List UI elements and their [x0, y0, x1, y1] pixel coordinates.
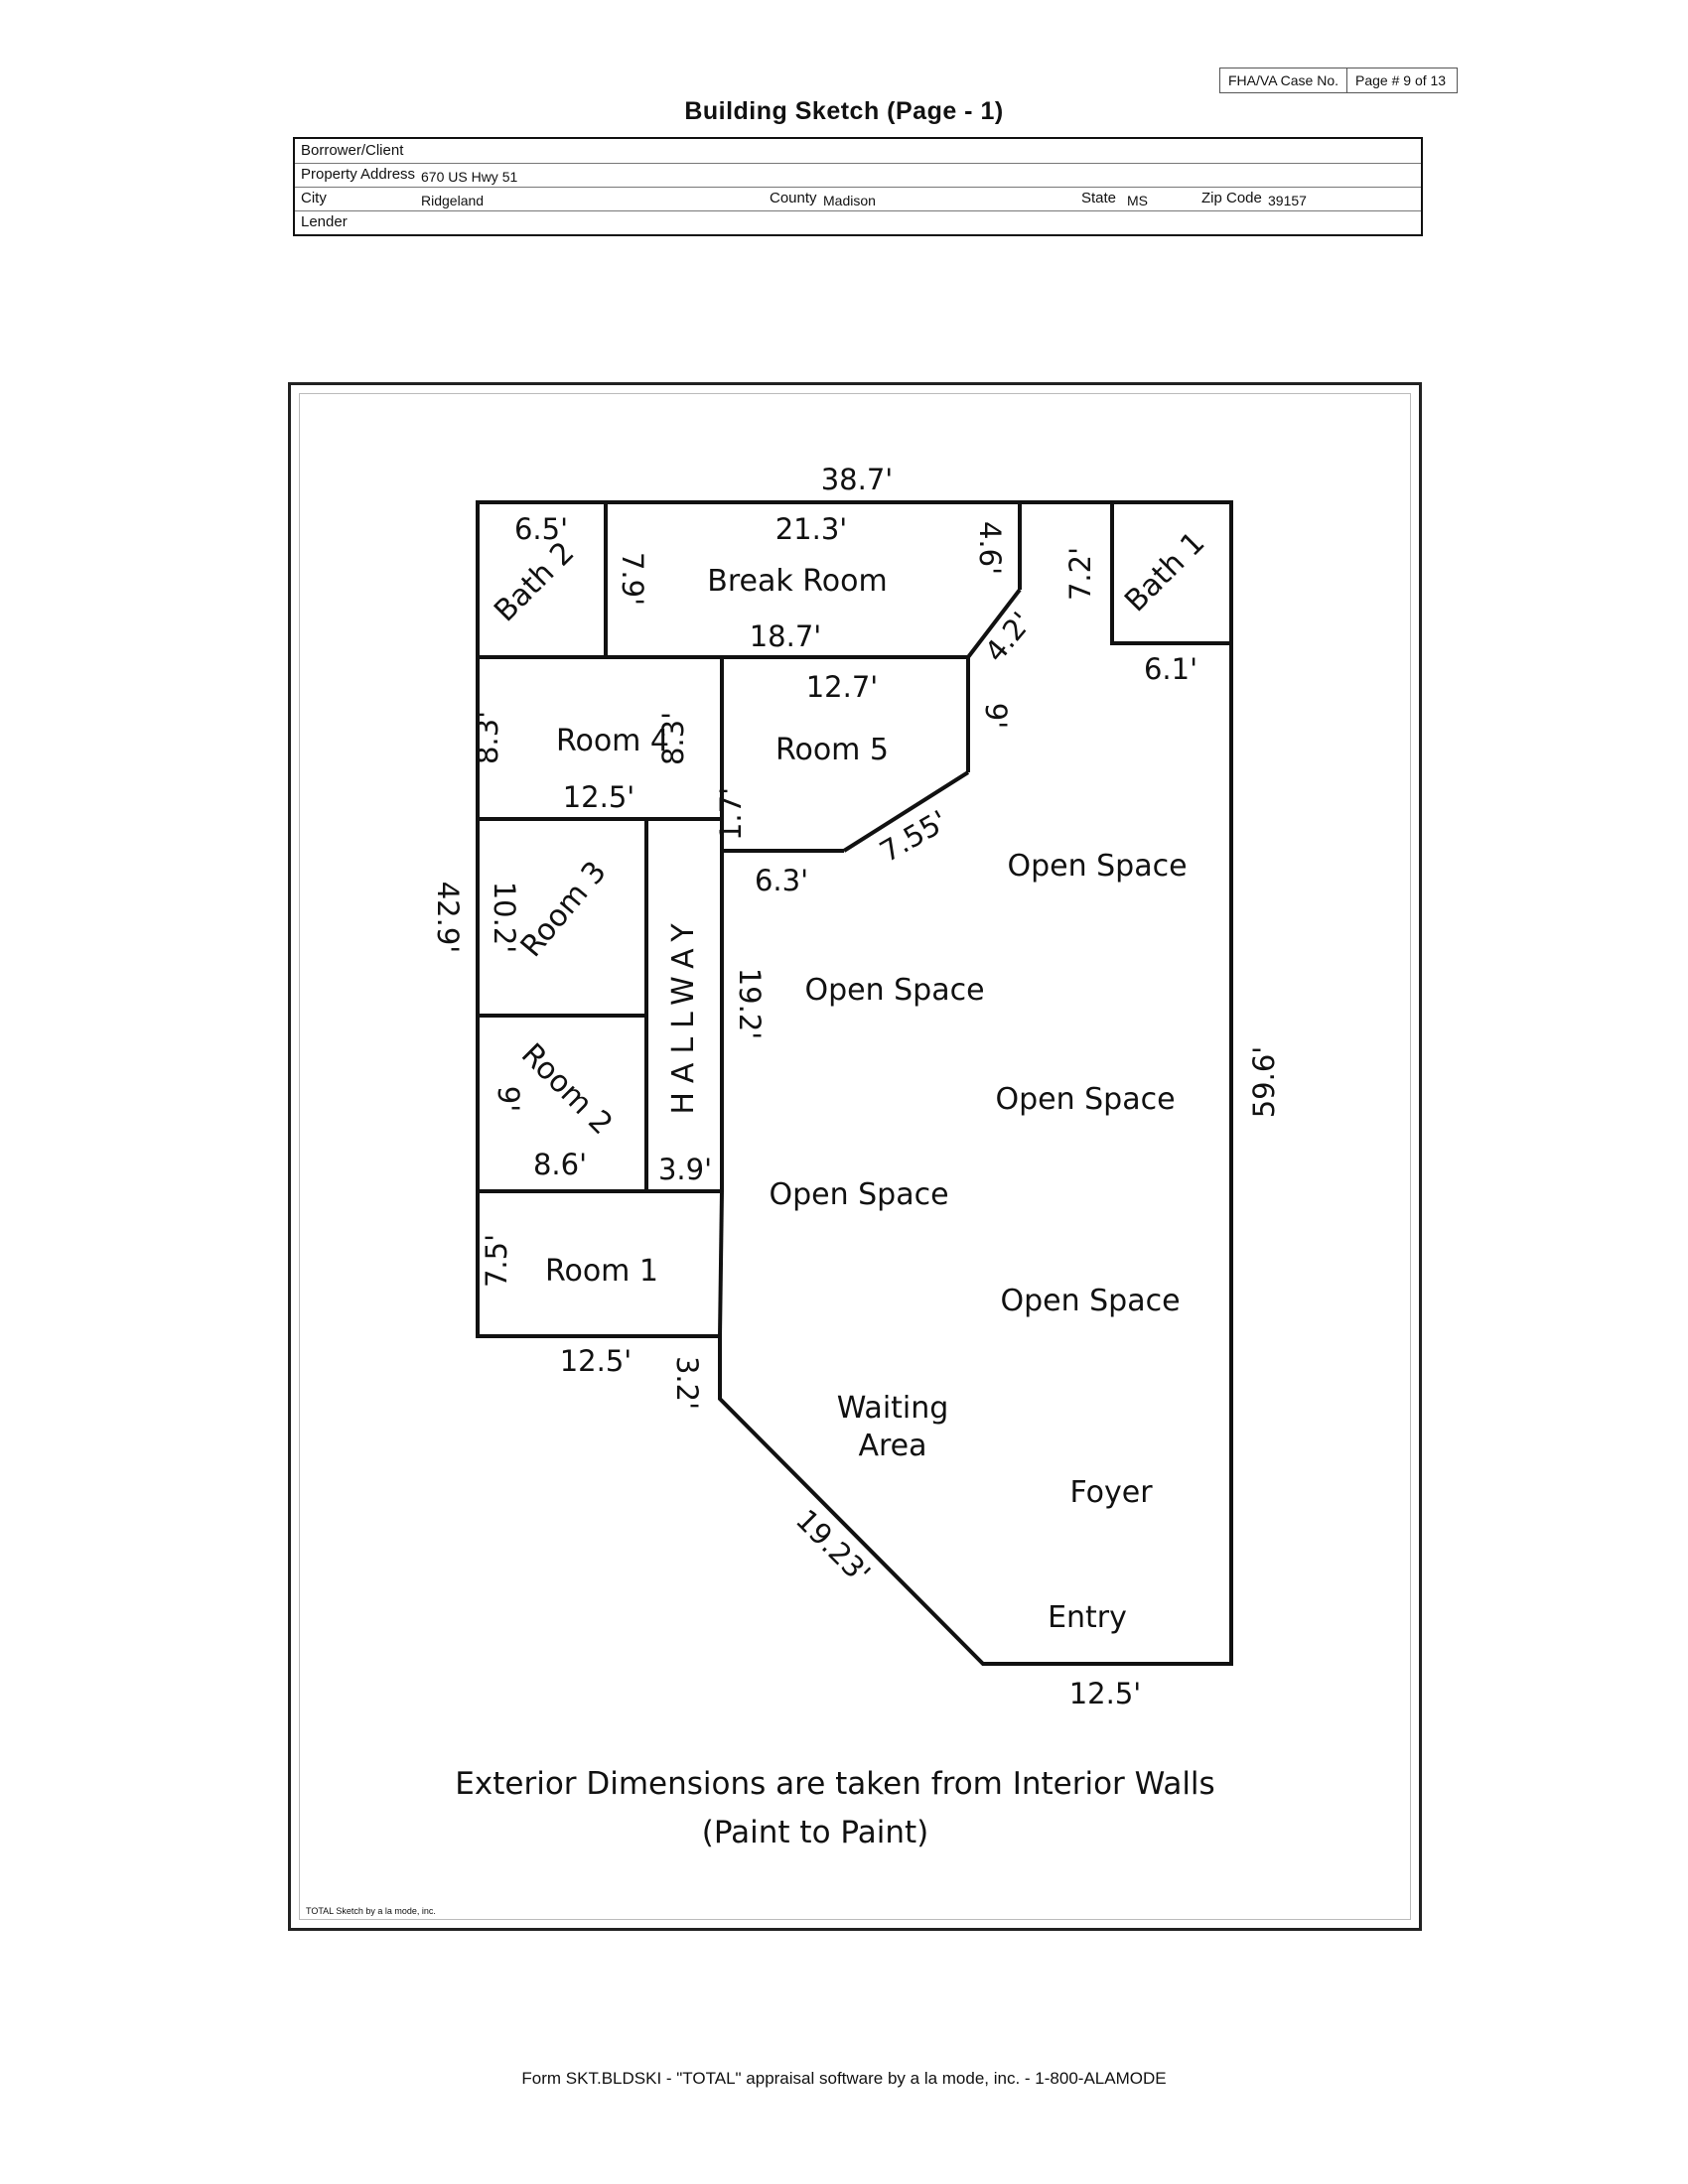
room-label-waiting-area: Waiting: [837, 1391, 949, 1426]
dimension-label: 8.3': [471, 711, 504, 764]
city-value: Ridgeland: [421, 193, 485, 208]
building-perimeter: [476, 500, 1233, 1666]
dimension-label: 38.7': [821, 463, 894, 496]
room-label-waiting-area: Area: [858, 1429, 926, 1463]
sketch-software-credit: TOTAL Sketch by a la mode, inc.: [306, 1906, 436, 1916]
wall: [718, 1190, 724, 1337]
dimension-label: 7.2': [1063, 547, 1097, 601]
sketch-frame: [288, 382, 1422, 1931]
city-row: City Ridgeland County Madison State MS Z…: [295, 187, 1421, 211]
dimension-label: 12.5': [563, 780, 635, 814]
dimension-label: 21.3': [775, 512, 848, 546]
dimension-label: 4.2': [978, 606, 1039, 668]
lender-label: Lender: [301, 213, 348, 230]
dimension-label: 3.2': [670, 1356, 704, 1410]
case-number-box: FHA/VA Case No. Page # 9 of 13: [1219, 68, 1458, 93]
county-label: County: [770, 190, 817, 206]
room-label-break-room: Break Room: [707, 564, 887, 599]
room-label-entry: Entry: [1048, 1600, 1127, 1635]
address-row: Property Address 670 US Hwy 51: [295, 163, 1421, 188]
dimension-label: 10.2': [488, 882, 521, 954]
dimension-label: 8.6': [533, 1148, 587, 1181]
footer-form-line: Form SKT.BLDSKI - "TOTAL" appraisal soft…: [521, 2069, 1167, 2088]
room-label-open-space: Open Space: [1000, 1284, 1180, 1318]
dimension-label: 9': [492, 1086, 525, 1112]
borrower-row: Borrower/Client: [295, 139, 1421, 164]
dimension-label: 4.6': [973, 521, 1007, 575]
room-label-room3: Room 3: [514, 855, 614, 964]
state-value: MS: [1127, 193, 1148, 208]
case-number-label: FHA/VA Case No.: [1228, 72, 1339, 88]
dimension-label: 6.3': [755, 864, 808, 897]
room-label-bath1: Bath 1: [1118, 525, 1211, 618]
dimension-label: 18.7': [750, 619, 822, 653]
dimension-label: 6.1': [1144, 652, 1197, 686]
wall: [842, 770, 970, 853]
room-label-open-space: Open Space: [804, 973, 984, 1008]
county-value: Madison: [823, 193, 876, 208]
lender-row: Lender: [295, 210, 1421, 234]
page-number-label: Page # 9 of 13: [1346, 68, 1454, 92]
room-label-room2: Room 2: [514, 1037, 619, 1142]
borrower-label: Borrower/Client: [301, 142, 404, 159]
dimension-label: 8.3': [656, 712, 690, 765]
dimension-label: 1.7': [714, 787, 748, 841]
wall: [1110, 502, 1231, 645]
dimension-label: 7.9': [616, 552, 649, 606]
room-label-hallway: HALLWAY: [666, 914, 701, 1114]
page-title: Building Sketch (Page - 1): [684, 97, 1004, 125]
city-label: City: [301, 190, 327, 206]
dimension-label: 12.5': [1069, 1677, 1142, 1710]
room-label-room1: Room 1: [545, 1254, 658, 1289]
wall: [966, 588, 1022, 659]
address-value: 670 US Hwy 51: [421, 169, 518, 185]
zip-value: 39157: [1268, 193, 1307, 208]
sketch-note-line2: (Paint to Paint): [702, 1815, 928, 1850]
dimension-label: 42.9': [431, 882, 465, 954]
dimension-label: 7.55': [874, 803, 953, 869]
room-label-foyer: Foyer: [1069, 1475, 1153, 1510]
room-label-room5: Room 5: [775, 733, 889, 767]
dimension-label: 19.2': [733, 968, 767, 1040]
dimension-label: 7.5': [480, 1234, 513, 1288]
state-label: State: [1081, 190, 1117, 206]
address-label: Property Address: [301, 166, 416, 183]
zip-label: Zip Code: [1201, 190, 1262, 206]
room-label-room4: Room 4: [556, 724, 669, 758]
dimension-label: 12.5': [560, 1344, 633, 1378]
sketch-note-line1: Exterior Dimensions are taken from Inter…: [455, 1766, 1214, 1802]
dimension-label: 3.9': [658, 1153, 712, 1186]
room-label-open-space: Open Space: [769, 1177, 948, 1212]
property-info-table: Borrower/Client Property Address 670 US …: [293, 137, 1423, 236]
dimension-label: 12.7': [806, 670, 879, 704]
room-label-open-space: Open Space: [1007, 849, 1187, 884]
room-label-open-space: Open Space: [995, 1082, 1175, 1117]
dimension-label: 9': [979, 703, 1013, 729]
room-label-bath2: Bath 2: [488, 535, 581, 628]
dimension-label: 6.5': [514, 512, 568, 546]
dimension-label: 59.6': [1247, 1046, 1281, 1119]
